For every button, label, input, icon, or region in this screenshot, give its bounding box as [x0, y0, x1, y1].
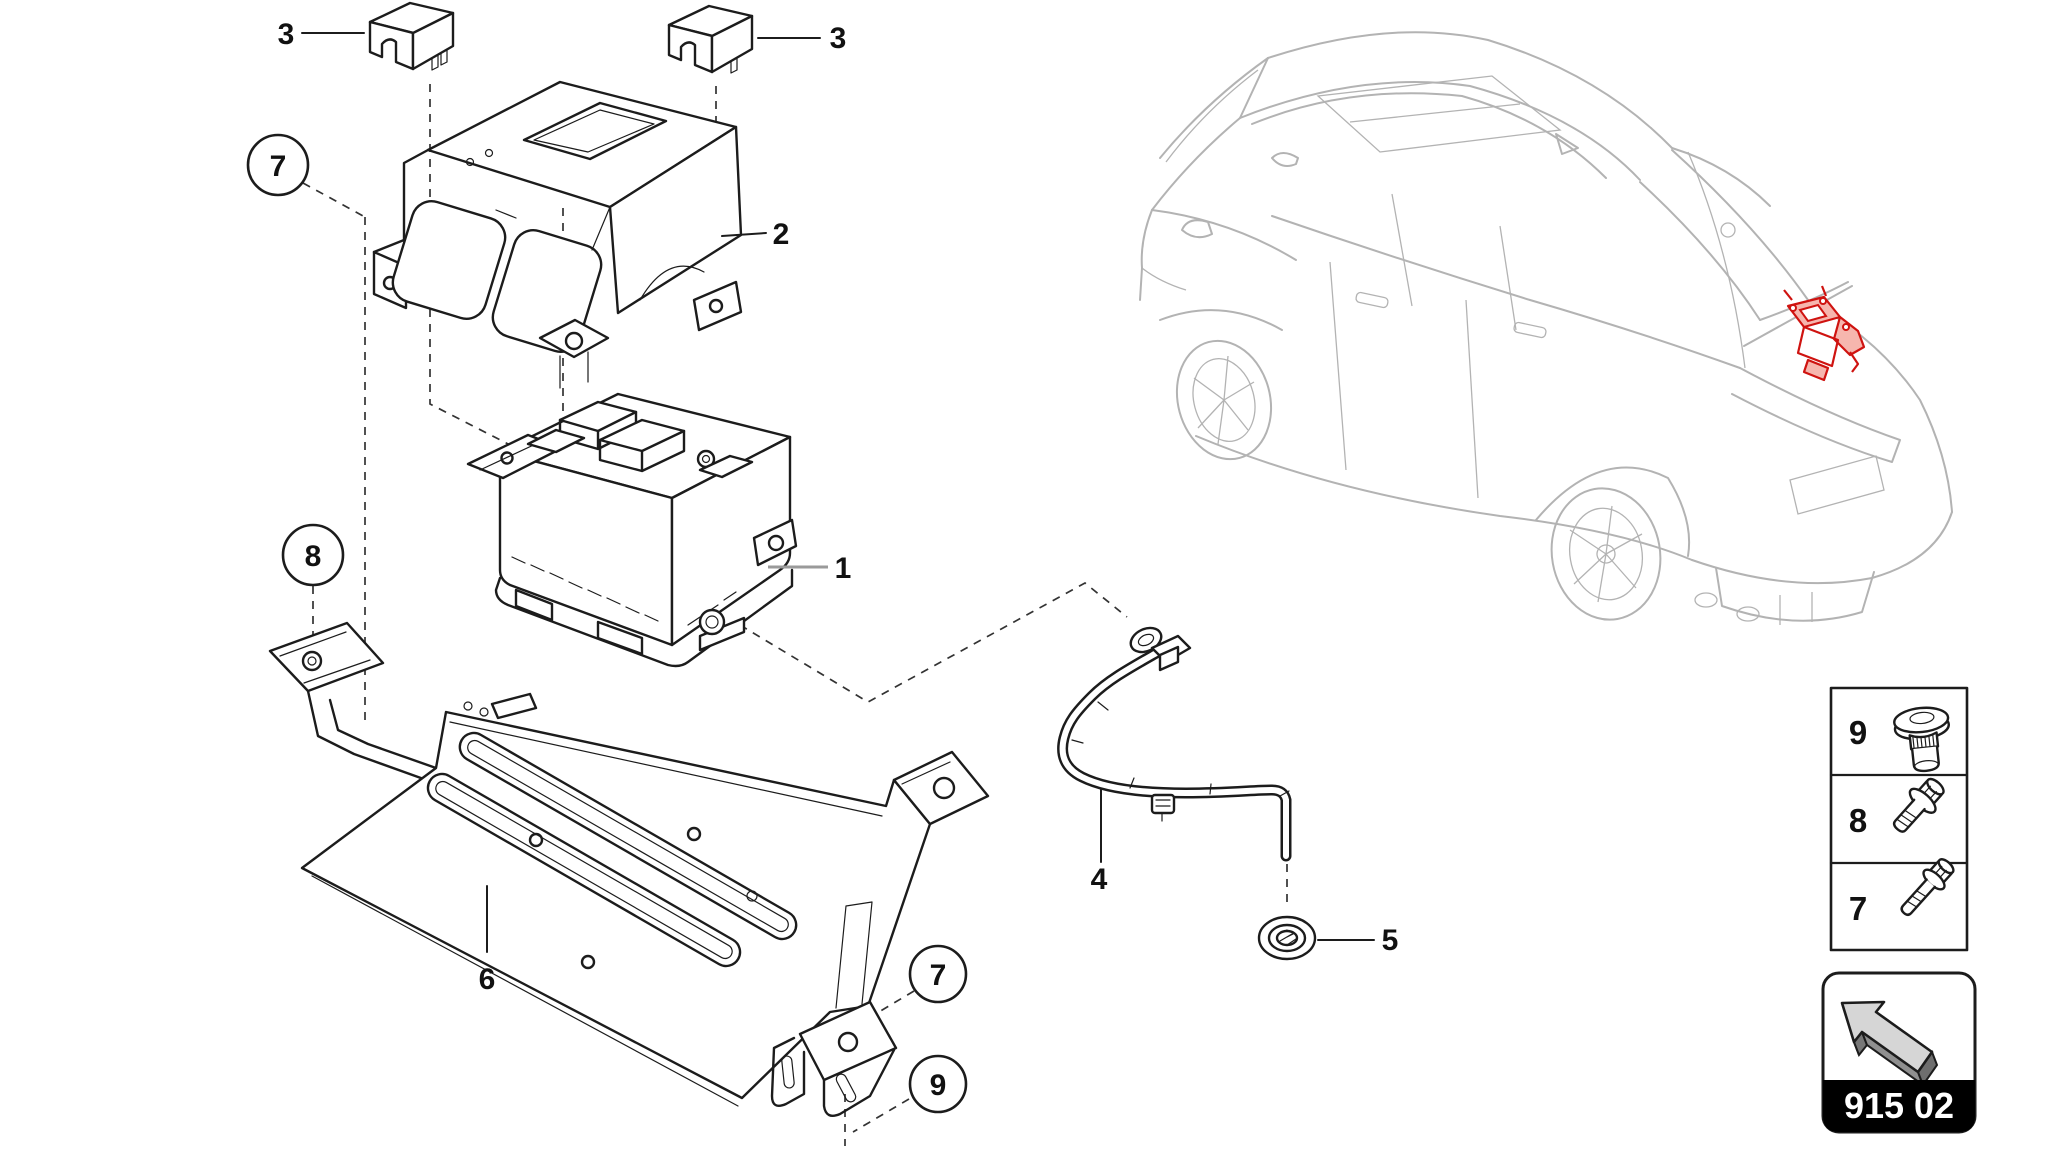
- page-code-box[interactable]: 915 02: [1821, 971, 1977, 1134]
- arrow-up-left-icon: [1840, 1000, 1939, 1088]
- converter-unit-part-1: [466, 392, 798, 668]
- callout-label: 3: [830, 22, 847, 55]
- callout-circle-9[interactable]: 9: [908, 1054, 968, 1114]
- callout-label: 8: [305, 540, 322, 573]
- callout-label: 1: [835, 552, 852, 585]
- callout-6[interactable]: 6: [479, 963, 496, 996]
- cover-part-2: [372, 80, 743, 389]
- highlighted-part-location: [1783, 285, 1866, 382]
- callout-3-left[interactable]: 3: [278, 18, 295, 51]
- cap-part-3-right: [667, 4, 754, 74]
- callout-circle-7-top[interactable]: 7: [246, 133, 310, 197]
- callout-2[interactable]: 2: [773, 218, 790, 251]
- callout-label: 9: [930, 1069, 947, 1102]
- flange-bolt-long-icon: [1900, 858, 1955, 917]
- legend-row-9[interactable]: 9: [1849, 705, 1954, 773]
- press-stud-icon: [1893, 706, 1950, 773]
- legend-number: 7: [1849, 890, 1867, 927]
- grommet-part-5: [1257, 915, 1317, 961]
- page-code-label: 915 02: [1844, 1085, 1954, 1126]
- car-rear-wireframe: [1139, 31, 1953, 625]
- callout-label: 4: [1091, 863, 1108, 896]
- callout-3-right[interactable]: 3: [830, 22, 847, 55]
- callout-label: 5: [1382, 924, 1399, 957]
- cap-part-3-left: [368, 1, 455, 71]
- callout-label: 3: [278, 18, 295, 51]
- callout-label: 7: [270, 150, 287, 183]
- mounting-tray-part-6: [268, 621, 990, 1117]
- callout-circle-8[interactable]: 8: [281, 523, 345, 587]
- leader-lines: [301, 32, 1375, 953]
- vent-hose-part-4: [1057, 626, 1292, 862]
- callout-label: 6: [479, 963, 496, 996]
- legend-number: 8: [1849, 802, 1867, 839]
- callout-1[interactable]: 1: [835, 552, 852, 585]
- flange-bolt-short-icon: [1892, 777, 1945, 833]
- legend-row-8[interactable]: 8: [1849, 772, 1951, 839]
- legend-number: 9: [1849, 714, 1867, 751]
- callout-4[interactable]: 4: [1091, 863, 1108, 896]
- legend-row-7[interactable]: 7: [1849, 854, 1959, 927]
- callout-label: 7: [930, 959, 947, 992]
- callout-label: 2: [773, 218, 790, 251]
- legend-box: 9 8 7: [1829, 686, 1969, 952]
- page-code-band: [1823, 1080, 1975, 1132]
- callout-5[interactable]: 5: [1382, 924, 1399, 957]
- callout-circle-7-bottom[interactable]: 7: [908, 944, 968, 1004]
